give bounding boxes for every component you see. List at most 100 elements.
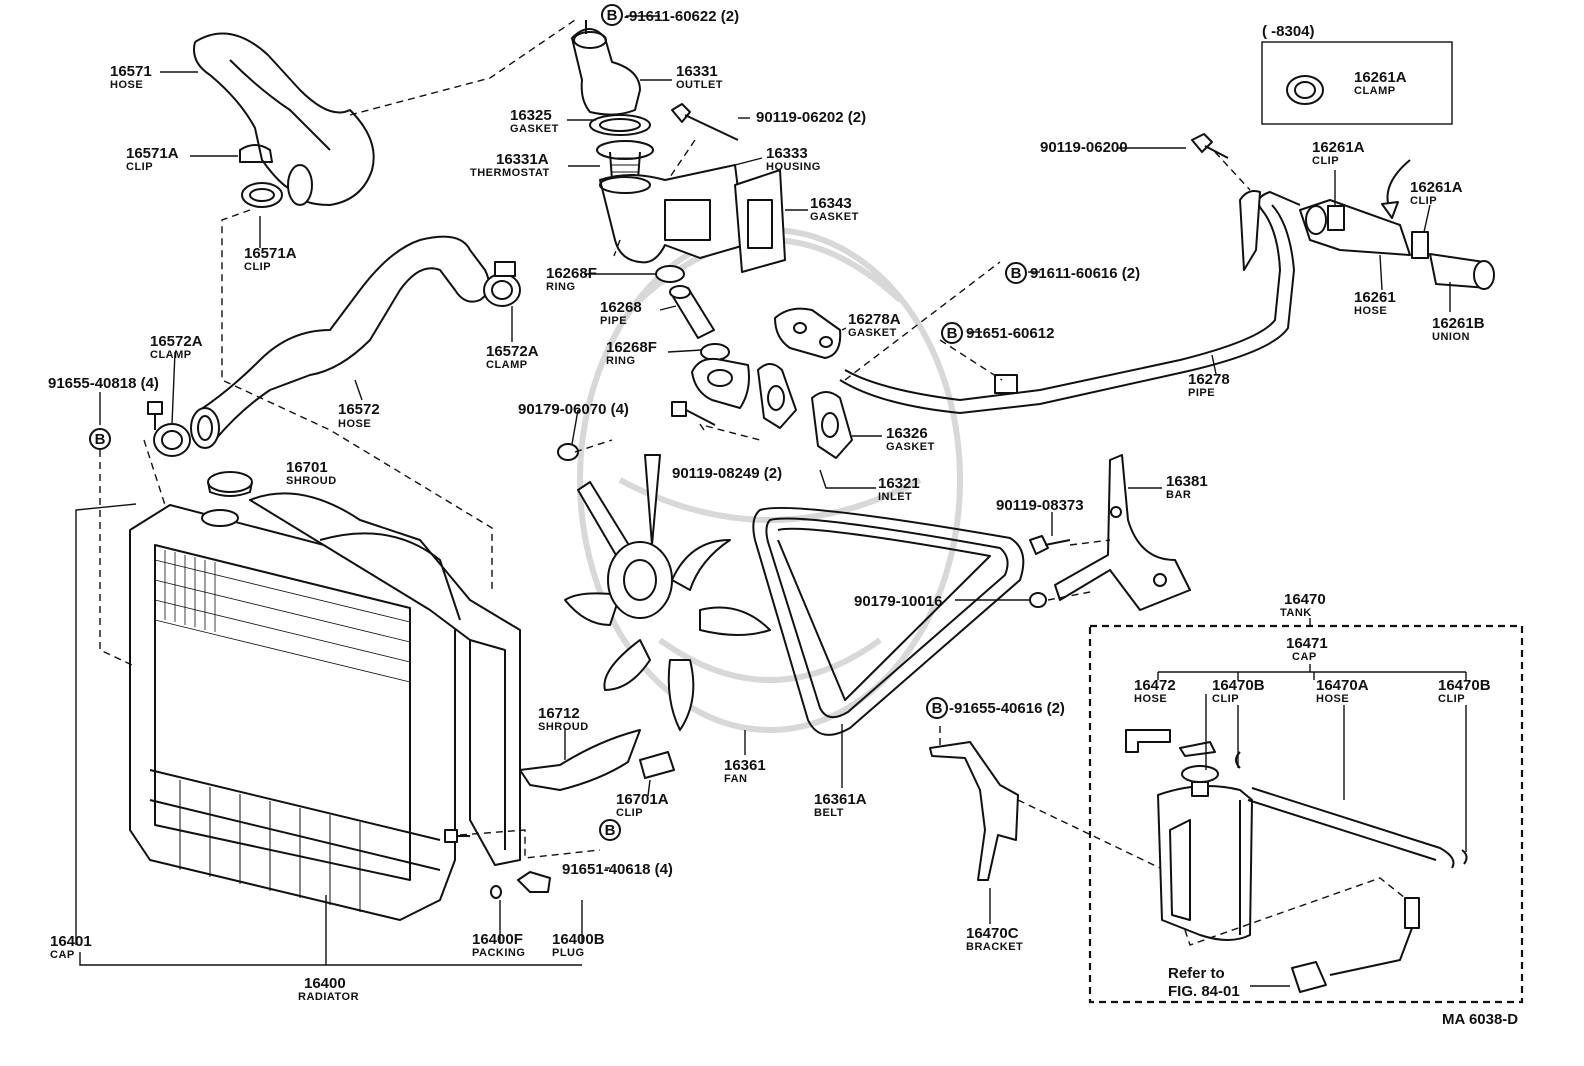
label-16400b-name: PLUG	[552, 947, 585, 959]
label-16278a-name: GASKET	[848, 327, 897, 339]
label-16571a-1-name: CLIP	[126, 161, 153, 173]
label-16261a-inset-num: 16261A	[1354, 69, 1407, 86]
label-16268f-2-name: RING	[606, 355, 636, 367]
tank-cap-16471[interactable]	[1181, 765, 1219, 797]
label-16701-num: 16701	[286, 459, 328, 476]
hose-16470a[interactable]	[1247, 787, 1455, 869]
hose-clip-16571a-upper[interactable]	[239, 144, 273, 163]
pipe-16268[interactable]	[669, 285, 715, 339]
hose-clip-16571a-lower[interactable]	[241, 182, 283, 208]
label-16278-name: PIPE	[1188, 387, 1215, 399]
label-16261a-1-num: 16261A	[1312, 139, 1365, 156]
packing-16400f[interactable]	[490, 885, 502, 899]
label-16470c-num: 16470C	[966, 925, 1019, 942]
label-16712-name: SHROUD	[538, 721, 589, 733]
ring-16268f-upper[interactable]	[655, 265, 685, 283]
drain-plug-16400b[interactable]	[517, 871, 551, 893]
ring-16268f-lower[interactable]	[700, 343, 730, 361]
label-16321-num: 16321	[878, 475, 920, 492]
label-16361-name: FAN	[724, 773, 748, 785]
label-91655-40616: -91655-40616 (2)	[949, 700, 1065, 717]
radiator-cap-16401[interactable]	[207, 471, 253, 497]
label-16571a-1-num: 16571A	[126, 145, 179, 162]
label-16472-num: 16472	[1134, 677, 1176, 694]
label-16470c-name: BRACKET	[966, 941, 1023, 953]
label-16333-num: 16333	[766, 145, 808, 162]
b-mark-91655-40616: B	[926, 697, 948, 719]
label-16571a-2-num: 16571A	[244, 245, 297, 262]
label-16268f-1-num: 16268F	[546, 265, 597, 282]
gasket-16325[interactable]	[589, 114, 651, 136]
clip-16261a-left[interactable]	[1327, 205, 1345, 231]
label-16470a-name: HOSE	[1316, 693, 1349, 705]
thermostat-16331a[interactable]	[596, 140, 654, 181]
clip-16261a-right[interactable]	[1411, 231, 1429, 259]
bypass-pipe-16278[interactable]	[839, 190, 1301, 414]
gasket-inlet[interactable]	[757, 363, 797, 429]
clip-16470b-right[interactable]	[1461, 849, 1468, 865]
b-mark-91655-40818: B	[89, 428, 111, 450]
label-16268-num: 16268	[600, 299, 642, 316]
label-91651-40618: 91651-40618 (4)	[562, 861, 673, 878]
bolt-90119-06200[interactable]	[1191, 133, 1229, 159]
tank-bracket-16470c[interactable]	[929, 741, 1019, 881]
fan-shroud-16712[interactable]	[519, 729, 641, 791]
bolt-91655-40818[interactable]	[147, 401, 163, 430]
bolt-90119-06202[interactable]	[671, 103, 739, 141]
level-sensor[interactable]	[1291, 897, 1420, 993]
upper-hose-16571[interactable]	[193, 32, 375, 206]
label-16261a-inset-name: CLAMP	[1354, 85, 1396, 97]
label-16261-name: HOSE	[1354, 305, 1387, 317]
label-16325-name: GASKET	[510, 123, 559, 135]
label-16268f-1-name: RING	[546, 281, 576, 293]
thermostat-housing-16333[interactable]	[599, 164, 746, 264]
label-16361a-name: BELT	[814, 807, 844, 819]
hose-clamp-16572a-upper[interactable]	[483, 261, 521, 307]
label-inset-range: ( -8304)	[1262, 23, 1315, 40]
label-16571a-2-name: CLIP	[244, 261, 271, 273]
water-inlet-16321[interactable]	[691, 357, 750, 409]
bolt-90119-08249[interactable]	[671, 401, 716, 426]
label-91655-40818: 91655-40818 (4)	[48, 375, 159, 392]
clip-16470b-left[interactable]	[1179, 741, 1241, 769]
nut-90179-06070[interactable]	[557, 443, 579, 461]
label-16400f-name: PACKING	[472, 947, 525, 959]
reserve-tank-16470[interactable]	[1157, 785, 1253, 941]
water-outlet-16331[interactable]	[571, 28, 641, 116]
overflow-hose-16472[interactable]	[1125, 729, 1171, 753]
gasket-16326[interactable]	[811, 391, 853, 459]
radiator-16400[interactable]	[129, 504, 456, 921]
label-16400-name: RADIATOR	[298, 991, 359, 1003]
bolt-90119-08373[interactable]	[1029, 535, 1071, 555]
adjusting-bar-16381[interactable]	[1054, 454, 1191, 611]
arrow-head	[1381, 201, 1399, 219]
refer-line-1: Refer to	[1168, 965, 1225, 982]
nut-90179-10016[interactable]	[1029, 592, 1047, 608]
diagram-code: MA 6038-D	[1442, 1011, 1518, 1028]
label-16470b-1-num: 16470B	[1212, 677, 1265, 694]
label-16278a-num: 16278A	[848, 311, 901, 328]
gasket-16343[interactable]	[734, 169, 786, 273]
label-90119-06200: 90119-06200	[1040, 139, 1128, 156]
label-16261b-num: 16261B	[1432, 315, 1485, 332]
label-16572a-2-num: 16572A	[486, 343, 539, 360]
b-mark-91651-40618: B	[599, 819, 621, 841]
clip-16701a[interactable]	[639, 751, 675, 779]
svg-text:B: B	[947, 325, 958, 342]
label-16400-num: 16400	[304, 975, 346, 992]
hose-clamp-16572a-lower[interactable]	[153, 423, 191, 457]
v-belt-16361a[interactable]	[752, 506, 1025, 736]
labels: 16571 HOSE 16571A CLIP 16571A CLIP 16572…	[48, 8, 1518, 1028]
bolt-91651-40618[interactable]	[444, 829, 470, 843]
label-16401-num: 16401	[50, 933, 92, 950]
union-16261b[interactable]	[1429, 253, 1495, 290]
label-16361a-num: 16361A	[814, 791, 867, 808]
cooling-fan-16361[interactable]	[564, 454, 771, 731]
label-16331-num: 16331	[676, 63, 718, 80]
label-16470-name: TANK	[1280, 607, 1312, 619]
label-16361-num: 16361	[724, 757, 766, 774]
gasket-16278a[interactable]	[774, 307, 842, 359]
fan-shroud-16701[interactable]	[249, 492, 521, 866]
label-16701a-num: 16701A	[616, 791, 669, 808]
